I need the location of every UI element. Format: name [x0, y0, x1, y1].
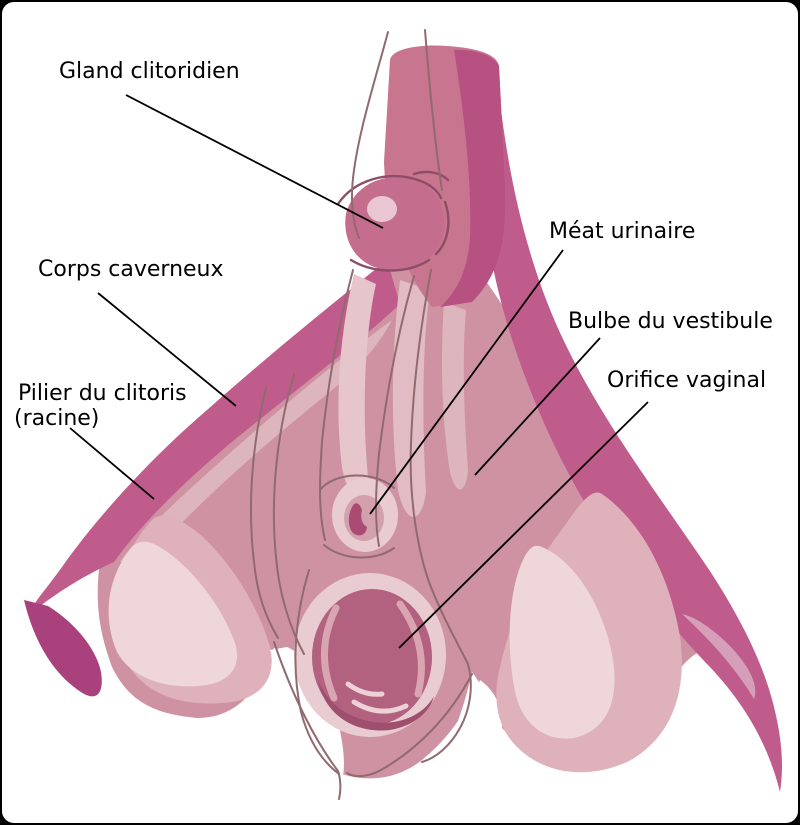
vaginal-cavity-shape	[312, 589, 432, 725]
right-crus-shape	[483, 94, 782, 792]
contour-line-left-shaft	[350, 31, 389, 239]
vaginal-fold-arc-bottom	[351, 699, 409, 714]
glans-shape	[345, 177, 445, 270]
clitoral-shaft-shade-shape	[440, 49, 506, 307]
contour-line-perineum-left	[273, 641, 342, 800]
glans-outline-top	[336, 175, 443, 206]
leader-line-pilier	[69, 427, 155, 500]
contour-line-center-right	[409, 269, 472, 763]
glans-highlight	[367, 196, 397, 222]
vaginal-fold-arc-right	[396, 600, 425, 698]
contour-line-urethra-top	[319, 474, 395, 491]
left-crus-shadow-shape	[24, 600, 102, 697]
contour-line-right-shaft	[424, 29, 443, 191]
vaginal-fold-arc-left	[321, 604, 340, 702]
leader-line-meat	[369, 249, 564, 515]
vaginal-fold-arc-small	[345, 681, 385, 697]
label-gland-clitoridien: Gland clitoridien	[59, 59, 240, 84]
urethral-opening-shape	[348, 503, 367, 536]
contour-line-perineum-right	[346, 673, 473, 778]
glans-outline-bottom	[349, 258, 431, 272]
label-pilier-du-clitoris: Pilier du clitoris (racine)	[14, 381, 187, 431]
contour-line-fold-b	[249, 387, 279, 639]
label-corps-caverneux: Corps caverneux	[38, 257, 224, 282]
glans-outline-neck	[412, 170, 450, 182]
label-pilier-line1: Pilier du clitoris	[18, 381, 187, 406]
contour-line-cavity-left	[294, 569, 340, 775]
contour-line-center-left	[375, 275, 415, 547]
label-meat-urinaire: Méat urinaire	[549, 219, 696, 244]
left-bulb-highlight-shape	[108, 541, 238, 687]
label-pilier-line2: (racine)	[14, 406, 100, 431]
label-bulbe-du-vestibule: Bulbe du vestibule	[568, 309, 773, 334]
vestibule-streak-left-shape	[338, 274, 376, 494]
contour-line-urethra-bottom	[323, 544, 395, 559]
glans-outline-right	[434, 200, 450, 256]
leader-line-gland	[125, 94, 384, 229]
left-crus-shape	[30, 260, 400, 614]
contour-line-labium-left	[319, 269, 354, 541]
vestibule-streak-right-shape	[442, 302, 468, 490]
leader-line-bulbe	[474, 337, 601, 476]
contour-line-fold-a	[272, 373, 305, 655]
vaginal-cavity-deep-shape	[318, 680, 434, 731]
right-bulb-highlight-shape	[509, 545, 615, 739]
leader-line-corps	[97, 292, 237, 407]
label-orifice-vaginal: Orifice vaginal	[607, 368, 767, 393]
leader-line-orifice	[398, 401, 649, 649]
